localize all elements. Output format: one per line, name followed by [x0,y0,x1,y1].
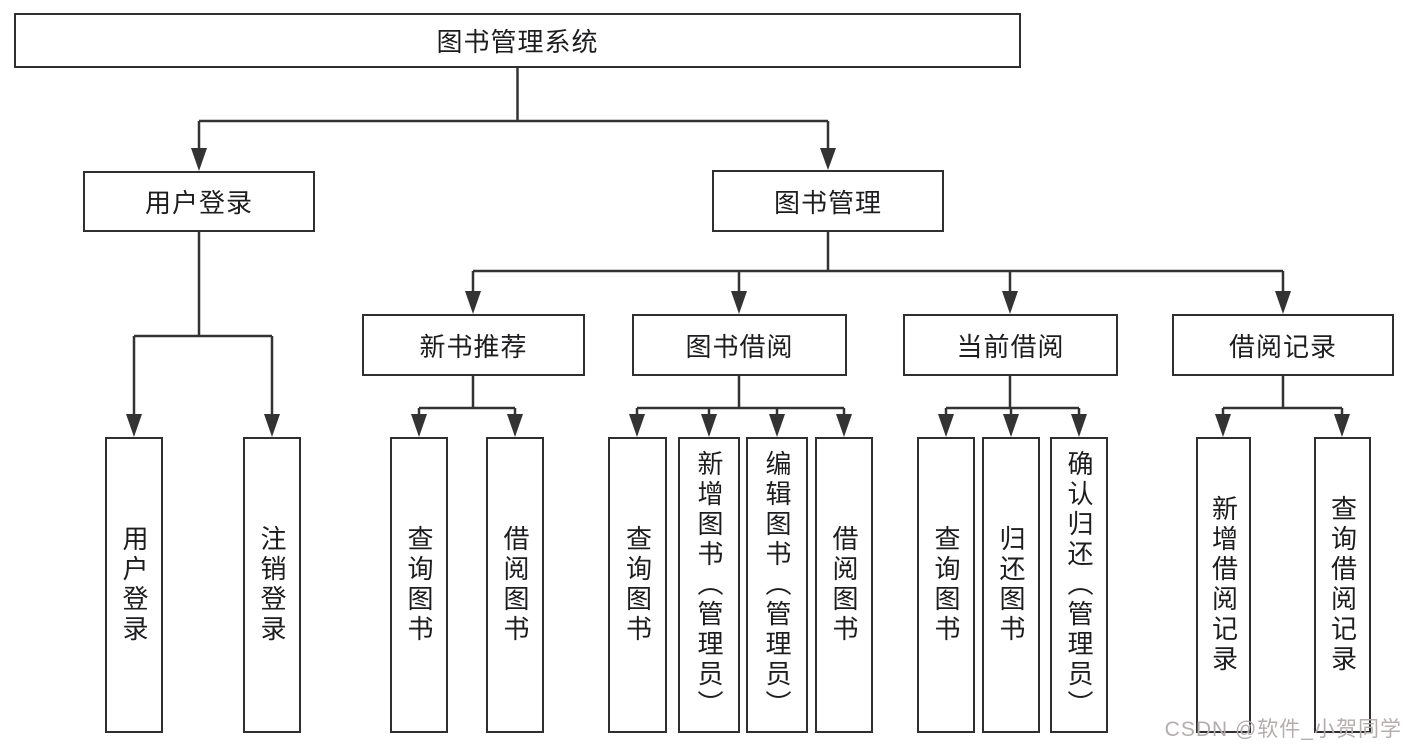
leaf-logout: 注销登录 [243,437,301,733]
leaf-borrow-books-recommend-label: 借阅图书 [500,525,530,645]
node-library-system: 图书管理系统 [14,13,1021,68]
leaf-edit-books-admin: 编辑图书（管理员） [746,437,808,733]
node-new-book-recommend: 新书推荐 [362,314,585,376]
leaf-borrow-books-label: 借阅图书 [829,525,859,645]
leaf-edit-books-admin-label: 编辑图书（管理员） [762,450,792,720]
leaf-borrow-books: 借阅图书 [815,437,873,733]
leaf-add-books-admin: 新增图书（管理员） [678,437,740,733]
leaf-query-borrow-record: 查询借阅记录 [1314,437,1371,733]
node-book-management: 图书管理 [712,170,944,232]
leaf-add-books-admin-label: 新增图书（管理员） [694,450,724,720]
leaf-user-login-label: 用户登录 [119,525,149,645]
leaf-query-borrow-record-label: 查询借阅记录 [1327,495,1358,675]
leaf-user-login: 用户登录 [105,437,163,733]
node-current-borrowing: 当前借阅 [903,314,1118,376]
node-borrowing-records: 借阅记录 [1172,314,1394,376]
leaf-add-borrow-record: 新增借阅记录 [1196,437,1251,733]
leaf-query-books-recommend: 查询图书 [390,437,448,733]
leaf-confirm-return-admin: 确认归还（管理员） [1050,437,1108,733]
leaf-query-books-borrow-label: 查询图书 [622,525,653,645]
leaf-borrow-books-recommend: 借阅图书 [486,437,544,733]
leaf-query-books-borrow: 查询图书 [608,437,667,733]
leaf-return-books: 归还图书 [982,437,1040,733]
leaf-return-books-label: 归还图书 [996,525,1026,645]
leaf-logout-label: 注销登录 [257,525,287,645]
leaf-query-books-recommend-label: 查询图书 [404,525,434,645]
leaf-add-borrow-record-label: 新增借阅记录 [1208,495,1239,675]
leaf-query-books-current-label: 查询图书 [931,525,961,645]
csdn-watermark: CSDN @软件_小贺同学 [1164,718,1402,741]
node-user-login: 用户登录 [83,171,315,232]
leaf-query-books-current: 查询图书 [917,437,975,733]
node-book-borrowing: 图书借阅 [632,314,847,376]
leaf-confirm-return-admin-label: 确认归还（管理员） [1064,450,1094,720]
